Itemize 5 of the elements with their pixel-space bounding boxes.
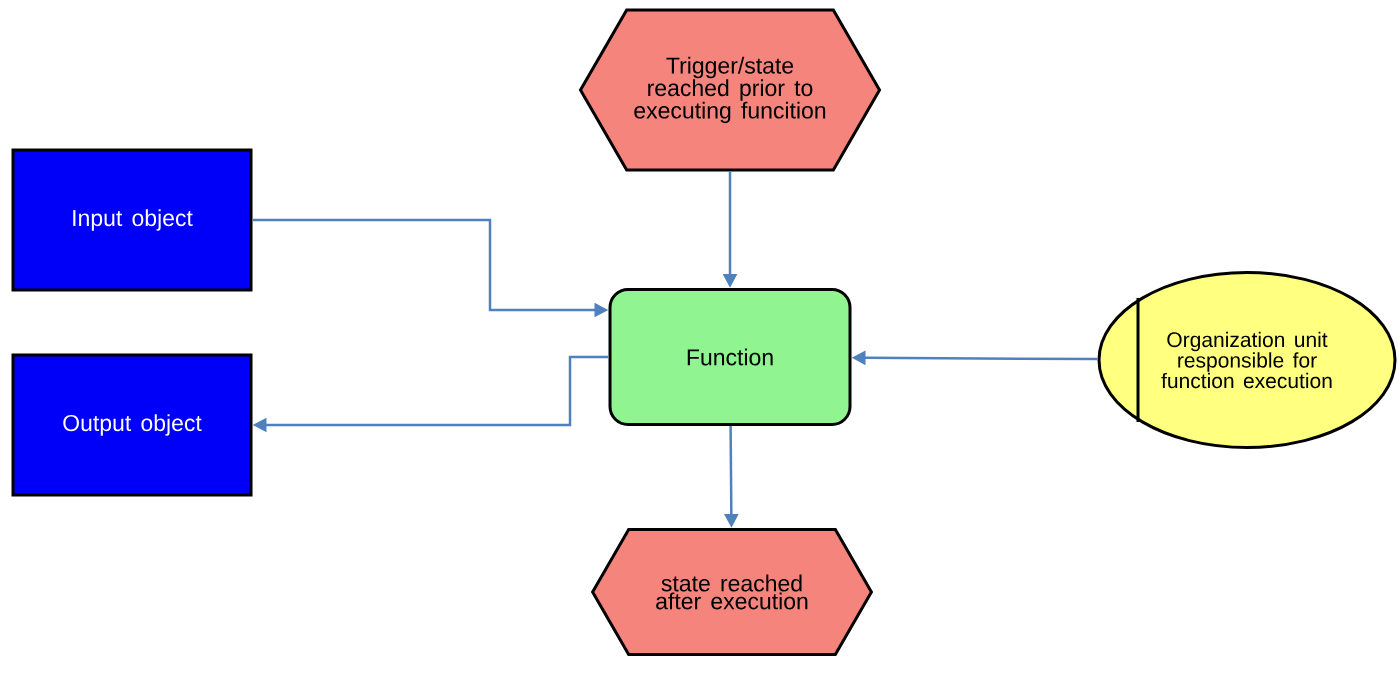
- object-box: Output object: [11, 353, 253, 497]
- object-box: Input object: [11, 148, 253, 292]
- function-box: Function: [608, 288, 852, 426]
- event-hexagon: Trigger/state reached prior to executing funcition: [578, 8, 882, 172]
- event-hexagon: state reached after execution: [590, 528, 874, 656]
